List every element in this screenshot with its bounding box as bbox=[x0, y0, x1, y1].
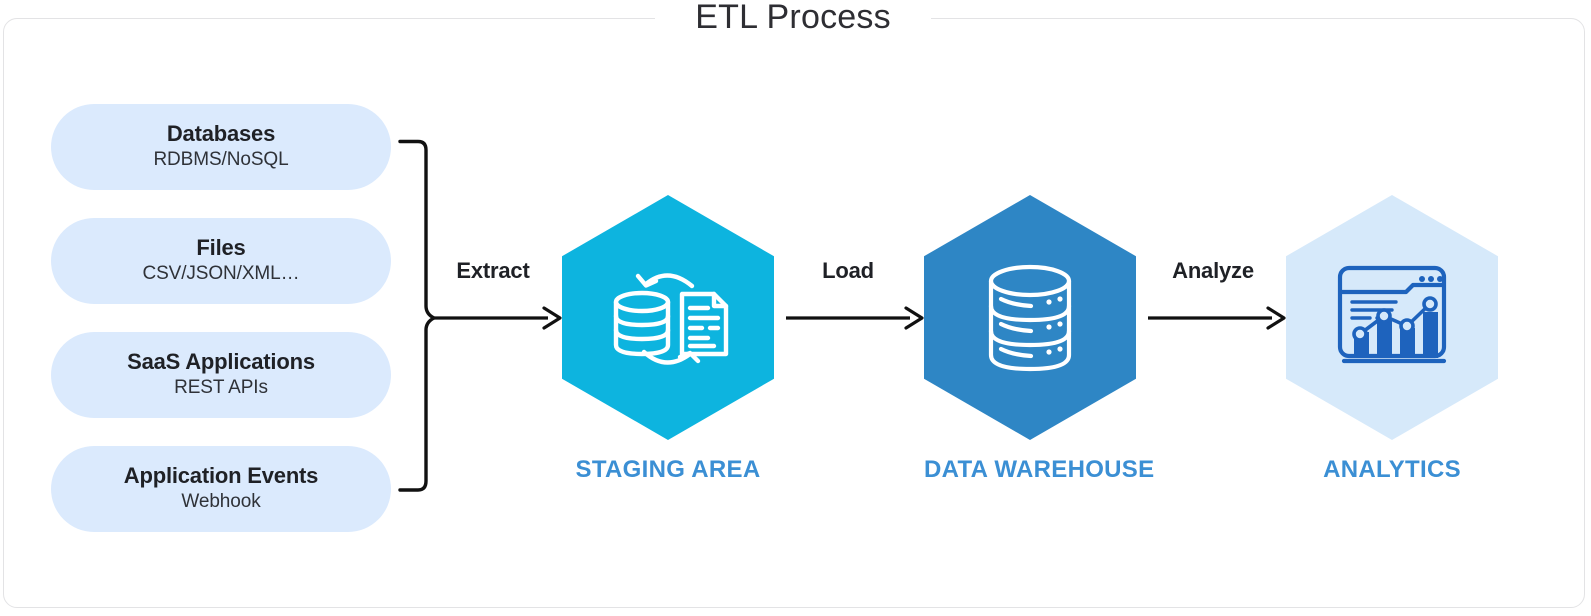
source-subtitle: CSV/JSON/XML… bbox=[142, 263, 300, 285]
stage-label-staging-area: STAGING AREA bbox=[575, 456, 761, 483]
stage-staging-area[interactable]: STAGING AREA bbox=[562, 195, 774, 484]
source-subtitle: Webhook bbox=[181, 491, 261, 513]
flow-label-extract: Extract bbox=[456, 258, 530, 283]
source-title: Databases bbox=[166, 120, 276, 146]
stage-data-warehouse[interactable]: DATA WAREHOUSE bbox=[924, 195, 1155, 484]
staging-hexagon bbox=[562, 195, 774, 440]
page-title: ETL Process bbox=[695, 0, 891, 36]
flow-label-load: Load bbox=[822, 258, 874, 283]
source-pill-files[interactable]: Files CSV/JSON/XML… bbox=[51, 218, 391, 304]
source-pill-databases[interactable]: Databases RDBMS/NoSQL bbox=[51, 104, 391, 190]
dashboard-chart-icon bbox=[1337, 265, 1447, 363]
source-subtitle: REST APIs bbox=[174, 377, 268, 399]
source-pill-saas-applications[interactable]: SaaS Applications REST APIs bbox=[51, 332, 391, 418]
source-subtitle: RDBMS/NoSQL bbox=[153, 149, 289, 171]
warehouse-hexagon bbox=[924, 195, 1136, 440]
source-title: Files bbox=[196, 234, 246, 260]
database-sync-icon bbox=[613, 272, 729, 365]
stage-label-data-warehouse: DATA WAREHOUSE bbox=[924, 456, 1155, 483]
source-title: Application Events bbox=[123, 462, 319, 488]
source-title: SaaS Applications bbox=[127, 348, 315, 374]
stage-analytics[interactable]: ANALYTICS bbox=[1286, 195, 1498, 484]
stage-label-analytics: ANALYTICS bbox=[1323, 456, 1461, 483]
source-pill-application-events[interactable]: Application Events Webhook bbox=[51, 446, 391, 532]
data-sources-group: Databases RDBMS/NoSQL Files CSV/JSON/XML… bbox=[51, 104, 391, 560]
database-stack-icon bbox=[988, 264, 1072, 371]
frame-legend-mask bbox=[655, 0, 931, 38]
flow-label-analyze: Analyze bbox=[1172, 258, 1254, 283]
analytics-hexagon bbox=[1286, 195, 1498, 440]
